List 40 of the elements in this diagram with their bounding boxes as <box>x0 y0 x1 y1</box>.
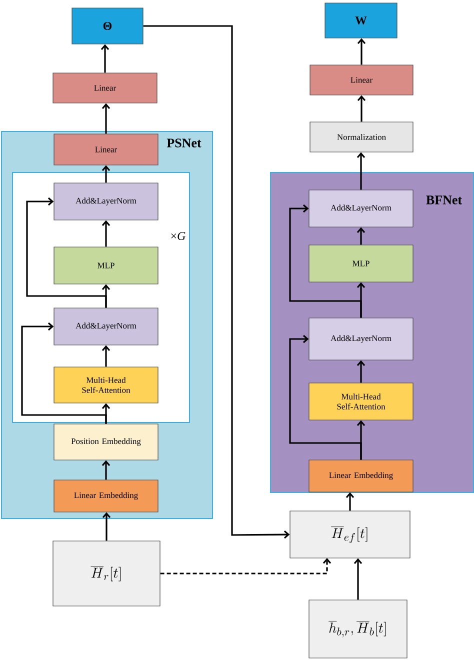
arrow <box>357 38 366 65</box>
layer-box: Linear <box>52 72 158 104</box>
arrow <box>356 227 366 245</box>
arrow <box>143 25 290 539</box>
arrow <box>356 360 366 383</box>
arrow <box>100 44 110 73</box>
arrow <box>102 165 110 183</box>
layer-box: Linear Embedding <box>54 480 158 512</box>
arrow <box>357 95 366 122</box>
arrow <box>102 512 111 541</box>
layer-box: Add&LayerNorm <box>54 182 158 220</box>
arrow <box>21 322 107 424</box>
layer-box: Add&LayerNorm <box>308 190 414 228</box>
input-box: $\overline{H}_{ef}[t]$ <box>290 510 410 558</box>
arrow <box>26 197 107 308</box>
arrow <box>354 558 362 600</box>
layer-box: Position Embedding <box>54 424 158 460</box>
output-box: Θ <box>72 8 144 44</box>
layer-box: Linear Embedding <box>308 460 414 492</box>
arrow <box>289 204 362 318</box>
layer-box: Normalization <box>310 122 414 152</box>
layer-box: Linear <box>54 134 158 166</box>
output-box: W <box>324 2 398 38</box>
arrow <box>102 103 110 134</box>
layer-box: Add&LayerNorm <box>54 308 158 346</box>
arrow <box>102 345 110 367</box>
layer-box: Linear <box>310 64 414 96</box>
layer-box: MLP <box>308 244 414 282</box>
arrow <box>102 220 110 247</box>
layer-box: Add&LayerNorm <box>308 318 414 360</box>
input-box: $\overline{H}_r[t]$ <box>52 540 160 606</box>
arrow <box>346 492 354 511</box>
arrow <box>289 334 362 460</box>
layer-box: MLP <box>54 246 158 284</box>
layer-box: Multi-Head Self-Attention <box>54 366 158 404</box>
arrow <box>160 558 332 574</box>
input-box: $\overline{h}_{b,r},\overline{H}_b[t]$ <box>308 600 408 658</box>
arrow <box>356 152 366 190</box>
arrow <box>102 460 110 480</box>
layer-box: Multi-Head Self-Attention <box>308 382 414 420</box>
